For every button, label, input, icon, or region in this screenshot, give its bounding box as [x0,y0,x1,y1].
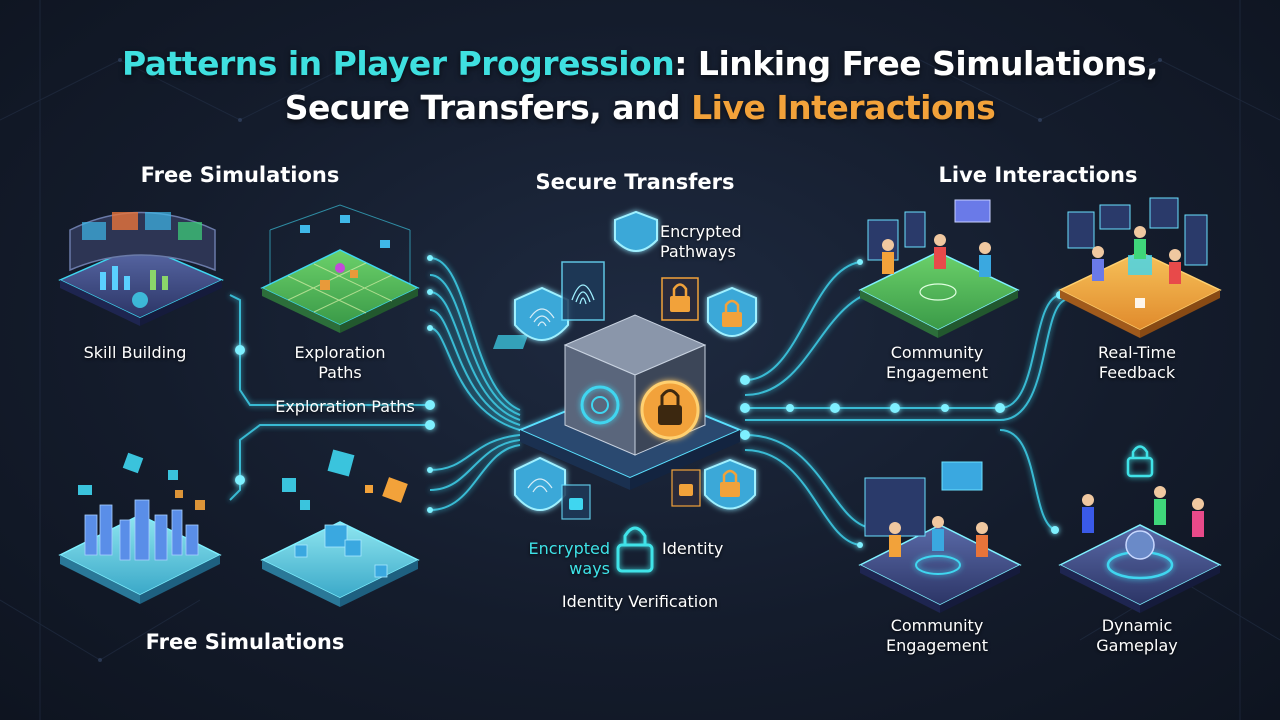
title-text-2: Secure Transfers, and [284,88,692,127]
page-title: Patterns in Player Progression: Linking … [0,42,1280,130]
label-real-time-feedback: Real-Time Feedback [1062,343,1212,383]
shield-icon [707,286,757,337]
label-dynamic-line1: Dynamic [1101,616,1173,635]
player-icon [889,522,901,557]
player-icon [1082,494,1094,533]
right-connection-nodes [740,259,1064,548]
player-icon [932,516,944,551]
label-dynamic-gameplay: Dynamic Gameplay [1062,616,1212,656]
left-connection-lines [229,257,521,511]
cube-platform-illustration [260,449,420,607]
player-icon [1134,226,1146,259]
screen-icon [864,461,983,537]
label-encrypted-ways-line1: Encrypted [528,539,610,558]
lock-icon [671,469,701,507]
player-icon [1169,249,1181,284]
player-icon [1192,498,1204,537]
label-exploration-paths-link: Exploration Paths [275,397,415,416]
player-icon [1154,486,1166,525]
real-time-feedback-illustration [1058,197,1222,338]
title-highlight-orange: Live Interactions [691,88,996,127]
label-encrypted-ways-line2: ways [569,559,610,578]
player-icon [976,522,988,557]
lock-icon [561,484,591,520]
fingerprint-icon [561,261,605,321]
label-exploration-line2: Paths [318,363,362,382]
left-connection-nodes [235,255,435,513]
city-blocks-illustration [58,452,222,604]
label-exploration-line1: Exploration [294,343,386,362]
dynamic-gameplay-illustration [1058,445,1222,613]
label-community-top-line2: Engagement [885,363,989,382]
section-header-secure-transfers: Secure Transfers [535,170,735,194]
skill-building-illustration [58,211,224,326]
label-encrypted-pathways-line1: Encrypted [660,222,742,241]
label-identity-verification: Identity Verification [561,592,719,611]
section-header-free-simulations-bottom: Free Simulations [145,630,345,654]
label-realtime-line2: Feedback [1098,363,1176,382]
player-icon [934,234,946,269]
title-text-1: : Linking Free Simulations, [674,44,1159,83]
label-community-top-line1: Community [890,343,984,362]
exploration-paths-illustration [260,204,420,333]
label-encrypted-pathways-line2: Pathways [660,242,736,261]
label-dynamic-line2: Gameplay [1096,636,1178,655]
label-community-engagement-bottom: Community Engagement [862,616,1012,656]
section-header-live-interactions: Live Interactions [938,163,1138,187]
right-connection-lines [744,261,1066,546]
section-header-free-simulations: Free Simulations [140,163,340,187]
label-encrypted-pathways: Encrypted Pathways [660,222,760,262]
player-icon [979,242,991,277]
label-encrypted-ways: Encrypted ways [515,539,610,579]
label-exploration-paths: Exploration Paths [265,343,415,383]
lock-icon [1126,445,1154,478]
label-realtime-line1: Real-Time [1098,343,1176,362]
shield-icon [514,286,569,341]
shield-icon [704,458,756,510]
label-community-engagement-top: Community Engagement [862,343,1012,383]
shield-icon [614,210,658,252]
label-identity: Identity [662,539,724,558]
lock-icon [616,526,654,573]
secure-vault-illustration [492,314,743,490]
shield-icon [514,456,566,511]
label-community-bottom-line1: Community [890,616,984,635]
community-engagement-illustration [858,199,1020,338]
player-icon [1092,246,1104,281]
lock-icon [661,277,699,321]
community-engagement-illustration [858,461,1022,613]
label-skill-building: Skill Building [83,343,187,362]
title-highlight-cyan: Patterns in Player Progression [121,44,675,83]
player-icon [882,239,894,274]
label-community-bottom-line2: Engagement [885,636,989,655]
